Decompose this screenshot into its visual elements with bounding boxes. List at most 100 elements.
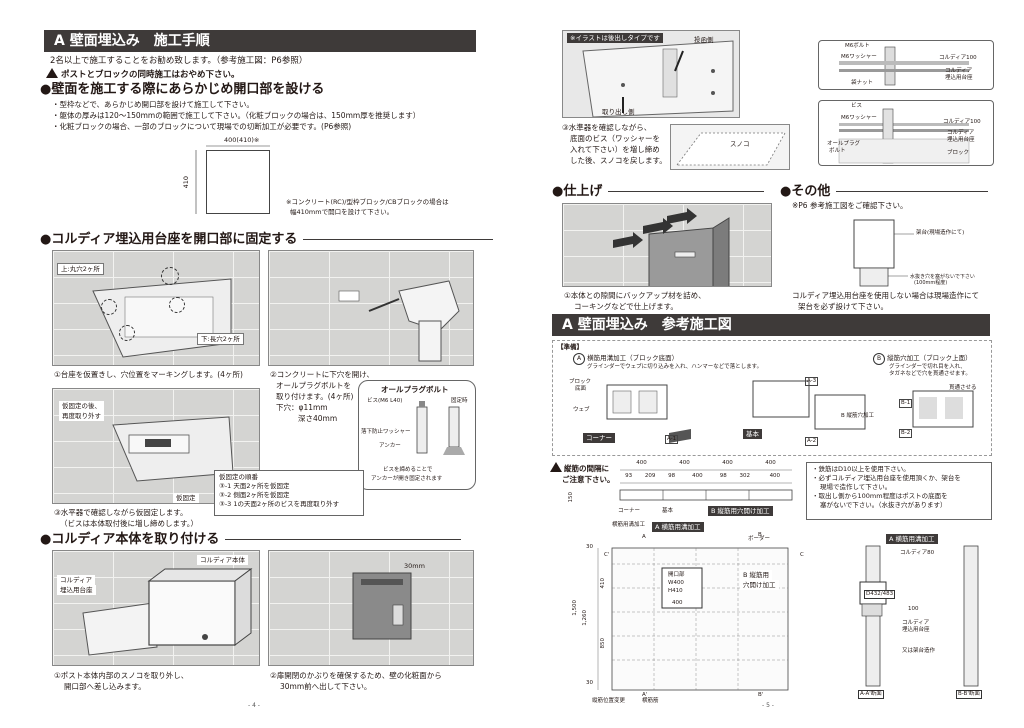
bolt-callout-title: オールプラグボルト (381, 385, 449, 394)
caption-step3-1: ③水平器で確認しながら仮固定します。 (54, 508, 188, 517)
order-step-1: ③-1 天面2ヶ所を仮固定 (219, 482, 290, 490)
dim-top-3: 400 (722, 460, 733, 466)
dim-150: 150 (568, 492, 574, 503)
drill-illustration (338, 280, 460, 362)
detail-anchor-fixing: ビス M6ワッシャー コルディア100 コルディア 埋込用台座 オールプラグ ボ… (818, 100, 994, 166)
mark-circle-1 (161, 267, 179, 285)
caption-tighten-3: 入れて下さい）を増し締め (570, 145, 660, 154)
label-takeout-side: 取り出し側 (602, 108, 635, 116)
photo-insert-body: コルディア本体 コルディア 埋込用台座 (52, 550, 260, 666)
label-opening-3: H410 (668, 588, 683, 594)
label-through: 貫通させる (949, 385, 977, 391)
other-stand-drawing: 架台(現場造作にて) 水抜き穴を塞がないで下さい (100mm程度) (844, 216, 994, 287)
label-border: ボーダー (748, 536, 771, 542)
bolt-washer-label: 落下防止ワッシャー (361, 429, 411, 435)
caption-step2-5: 深さ40mm (298, 414, 338, 423)
label-temp-remove-1: 仮固定の後、 (59, 401, 104, 411)
d1-base-b: 埋込用台座 (945, 75, 973, 81)
caulking-illustration (613, 208, 730, 286)
detail-bolt-fixing: M6ボルト M6ワッシャー 袋ナット コルディア100 コルディア 埋込用台座 (818, 40, 994, 90)
d2-block: ブロック (947, 150, 970, 156)
mark-circle-4 (119, 325, 135, 341)
elev-mark-a: A (642, 534, 646, 540)
note-rebar: ・鉄筋はD10以上を使用下さい。 (812, 465, 910, 473)
note-drain-1: ・取出し側から100mm程度はポストの底面を (812, 492, 948, 500)
spacing-warning-2: ご注意下さい。 (562, 475, 615, 484)
stand-drawing (853, 219, 914, 287)
intro-text: 2名以上で施工することをお勧め致します。（参考施工図：P6参照） (50, 56, 308, 66)
order-step-3: ③-3 1の天面2ヶ所のビスを再度取り外す (219, 500, 340, 508)
d1-bolt: M6ボルト (845, 43, 870, 49)
section-fix-base-heading: ●コルディア埋込用台座を開口部に固定する (40, 232, 494, 248)
label-b-vertical: B 縦筋穴加工 (841, 413, 875, 419)
prep-a-title: 横筋用溝加工（ブロック底面） (587, 354, 679, 362)
section-drawing: A 横筋用溝加工 コルディア80 D432/483 100 コルディア 埋込用台… (852, 534, 992, 706)
dim-top-2: 400 (679, 460, 690, 466)
bolt-anchor-label: アンカー (379, 443, 401, 449)
section-install-body-heading: ●コルディア本体を取り付ける (40, 532, 462, 548)
d2-base-b: 埋込用台座 (947, 137, 975, 143)
photo-mark-holes: 上:丸穴2ヶ所 下:長穴2ヶ所 (52, 250, 260, 366)
opening-width-label: 400(410)※ (224, 136, 260, 144)
label-a-horizontal: A 横筋用溝加工 (652, 522, 704, 532)
caption-tighten-4: した後、スノコを戻します。 (570, 156, 667, 165)
label-b-vertical-2: 穴開け加工 (740, 580, 779, 590)
label-drain-2: (100mm程度) (914, 280, 948, 286)
illust-note: ※イラストは後出しタイプです (567, 33, 663, 43)
sunoko-illustration (676, 132, 786, 166)
label-horizontal-rebar: 横筋用溝加工 (612, 522, 646, 528)
mark-circle-3 (169, 297, 185, 313)
d2-washer: M6ワッシャー (841, 115, 877, 121)
caption-step2-2: オールプラグボルトを (276, 381, 351, 390)
label-block-1: ブロック (569, 379, 592, 385)
caption-install-1b: 開口部へ差し込みます。 (64, 682, 146, 691)
elev-dim-1500: 1,500 (572, 600, 578, 616)
elev-dim-1260: 1,260 (582, 610, 588, 626)
caption-install-1a: ①ポスト本体内部のスノコを取り外し、 (54, 671, 189, 680)
sec-label-stand: 又は架台造作 (902, 648, 936, 654)
other-note-2: 架台を必ず設けて下さい。 (798, 302, 888, 311)
dim-bot-4: 400 (692, 473, 703, 479)
dim-top-4: 400 (765, 460, 776, 466)
photo-bottom-screws: ※イラストは後出しタイプです 投函側 取り出し側 (562, 30, 740, 118)
elev-mark-c: C (800, 552, 804, 558)
bolt-detail-drawing (839, 46, 969, 86)
caption-step2-3: 取り付けます。(4ヶ所) (276, 392, 354, 401)
temp-fix-order-box: 仮固定の順番 ③-1 天面2ヶ所を仮固定 ③-2 側面2ヶ所を仮固定 ③-3 1… (214, 470, 364, 516)
note-base-1: ・必ずコルディア埋込用台座を使用頂くか、架台を (812, 474, 961, 482)
strip-corner-label: コーナー (618, 508, 641, 514)
right-page-number: - 5 - (762, 702, 774, 709)
warning-triangle-icon (550, 462, 562, 472)
d1-cordia100: コルディア100 (939, 55, 977, 61)
d2-screw: ビス (851, 103, 863, 109)
prep-panel: 【準備】 A 横筋用溝加工（ブロック底面） グラインダーでウェブに切り込みを入れ… (552, 340, 992, 456)
note-base-2: 現場で造作して下さい。 (820, 483, 892, 491)
d1-nut: 袋ナット (851, 80, 874, 86)
block-layout-strip (619, 469, 793, 501)
elev-dim-30-bottom: 30 (586, 680, 593, 686)
spacing-warning-1: 縦筋の間隔に (564, 464, 609, 473)
photo-30mm: 30mm (268, 550, 474, 666)
prep-label: 【準備】 (557, 343, 583, 351)
label-a1: A-1 (665, 435, 679, 444)
anchor-detail-drawing (838, 108, 970, 164)
d2-plug-a: オールプラグ (827, 141, 861, 147)
label-base-1: コルディア (57, 575, 96, 585)
warning-icon (46, 68, 58, 78)
caption-install-2b: 30mm前へ出して下さい。 (280, 682, 372, 691)
d1-washer: M6ワッシャー (841, 54, 877, 60)
warning-line: ポストとブロックの同時施工はおやめ下さい。 (46, 68, 240, 81)
opening-square (206, 150, 270, 214)
left-page: A 壁面埋込み 施工手順 2名以上で施工することをお勧め致します。（参考施工図：… (40, 30, 494, 709)
label-400: 400 (672, 600, 683, 606)
sec-label-a-horizontal: A 横筋用溝加工 (886, 534, 938, 544)
right-page: ※イラストは後出しタイプです 投函側 取り出し側 スノコ ③水準器を確認しながら… (512, 0, 1024, 728)
d2-base-a: コルディア (947, 130, 975, 136)
label-insert-side: 投函側 (694, 36, 714, 44)
label-opening-2: W400 (668, 580, 684, 586)
d2-plug-b: ボルト (829, 148, 846, 154)
insert-body-illustration (82, 568, 253, 656)
caption-tighten-2: 底面のビス（ワッシャーを (570, 134, 660, 143)
elev-mark-a-prime: A' (642, 692, 648, 698)
strip-basic-label: 基本 (662, 508, 674, 514)
